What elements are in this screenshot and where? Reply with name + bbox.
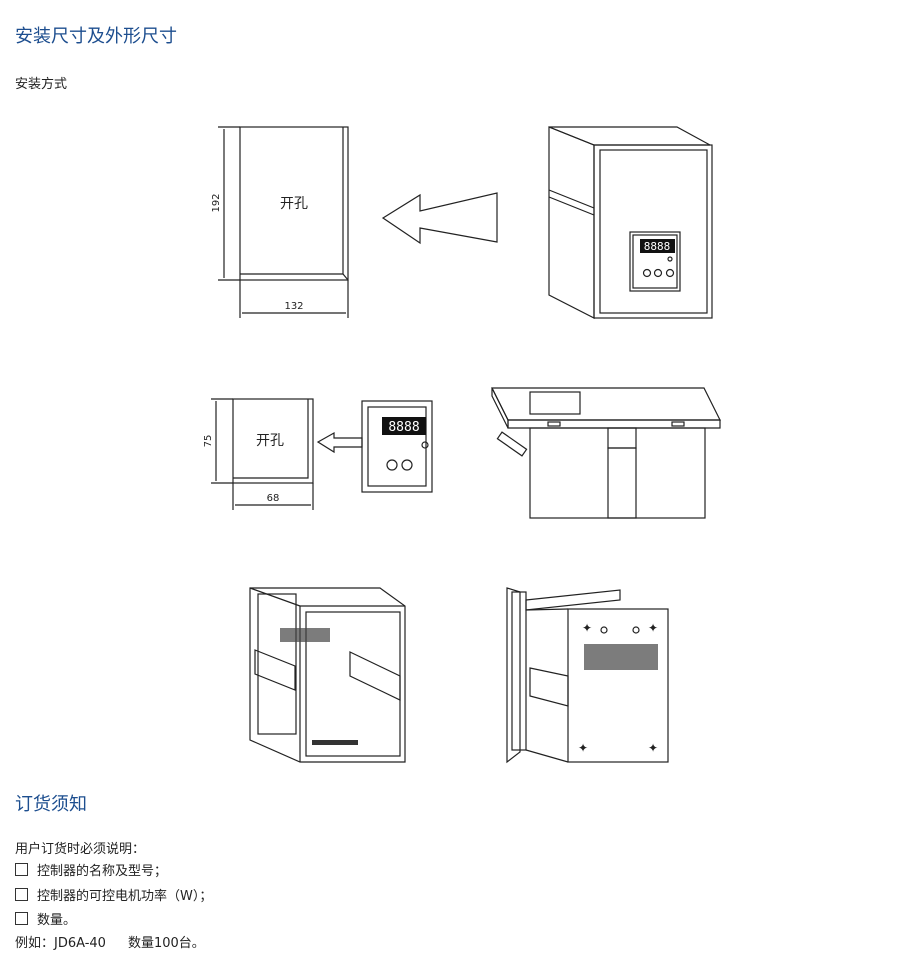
cutout-label-small: 开孔 — [256, 433, 284, 449]
display-digits-small: 8888 — [388, 420, 419, 435]
order-item: 控制器的可控电机功率（W）； — [15, 885, 212, 904]
controller-open-housing-drawing — [249, 587, 406, 763]
small-height-dim: 75 — [203, 435, 214, 448]
svg-text:✦: ✦ — [648, 741, 658, 755]
checkbox-icon — [15, 863, 28, 876]
checkbox-icon — [15, 888, 28, 901]
install-method-label: 安装方式 — [15, 77, 68, 92]
small-width-dim: 68 — [267, 493, 280, 504]
order-item: 控制器的名称及型号； — [15, 860, 167, 879]
large-height-dim: 192 — [211, 193, 222, 212]
controller-rear-view-drawing: ✦ ✦ ✦ ✦ — [506, 587, 669, 764]
small-controller-drawing: 8888 — [361, 400, 433, 493]
installation-drawings: 开孔 192 132 8888 开孔 75 68 8888 — [203, 126, 721, 764]
order-item: 数量。 — [15, 909, 76, 928]
arrow-left-icon — [381, 192, 498, 245]
arrow-left-small-icon — [316, 431, 363, 454]
cutout-label: 开孔 — [280, 196, 308, 212]
large-cutout-drawing: 开孔 192 132 — [211, 126, 349, 318]
large-width-dim: 132 — [284, 301, 303, 312]
small-cutout-drawing: 开孔 75 68 — [203, 398, 314, 510]
section-title-order: 订货须知 — [15, 794, 87, 815]
controller-top-view-drawing — [491, 387, 721, 519]
section-title-install: 安装尺寸及外形尺寸 — [15, 26, 177, 47]
svg-text:✦: ✦ — [648, 621, 658, 635]
svg-text:✦: ✦ — [578, 741, 588, 755]
large-controller-drawing: 8888 — [548, 126, 713, 319]
order-intro: 用户订货时必须说明： — [15, 842, 146, 857]
checkbox-icon — [15, 912, 28, 925]
display-digits: 8888 — [644, 240, 671, 253]
svg-text:✦: ✦ — [582, 621, 592, 635]
